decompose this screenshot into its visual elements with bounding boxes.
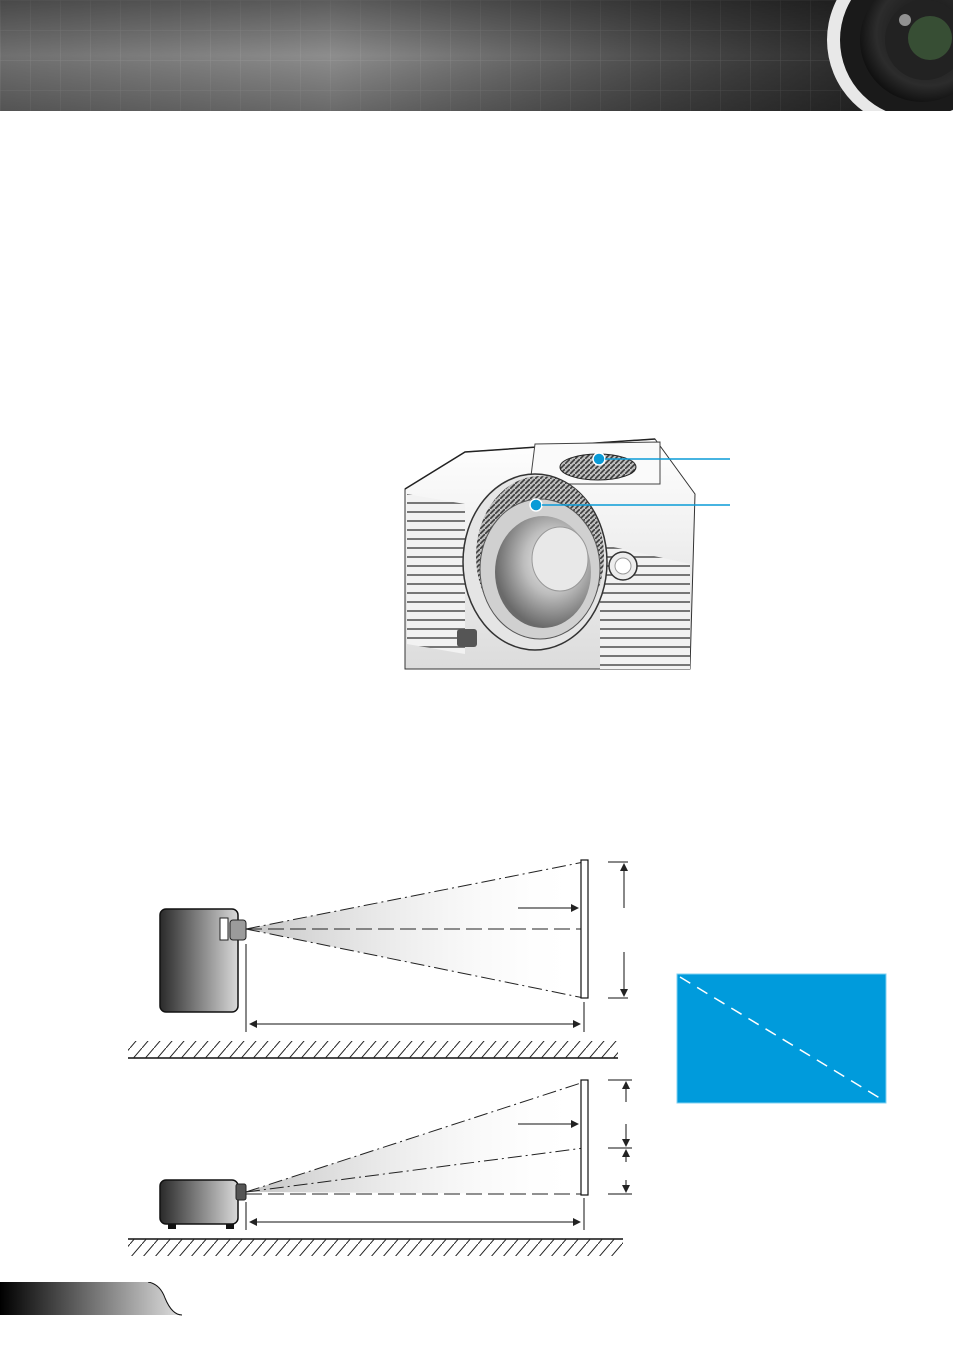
camera-lens-icon [827,0,953,111]
screen-diagonal-box [676,973,887,1104]
throw-distance-diagram [128,859,632,1256]
zoom-ring-callout [592,452,730,466]
offset-side-view [128,1079,632,1256]
focus-ring-callout [529,498,730,512]
page-tab [0,1282,183,1316]
header-banner [0,0,953,111]
projector-lens-photo [404,438,730,670]
throw-distance-side-view [128,859,628,1059]
